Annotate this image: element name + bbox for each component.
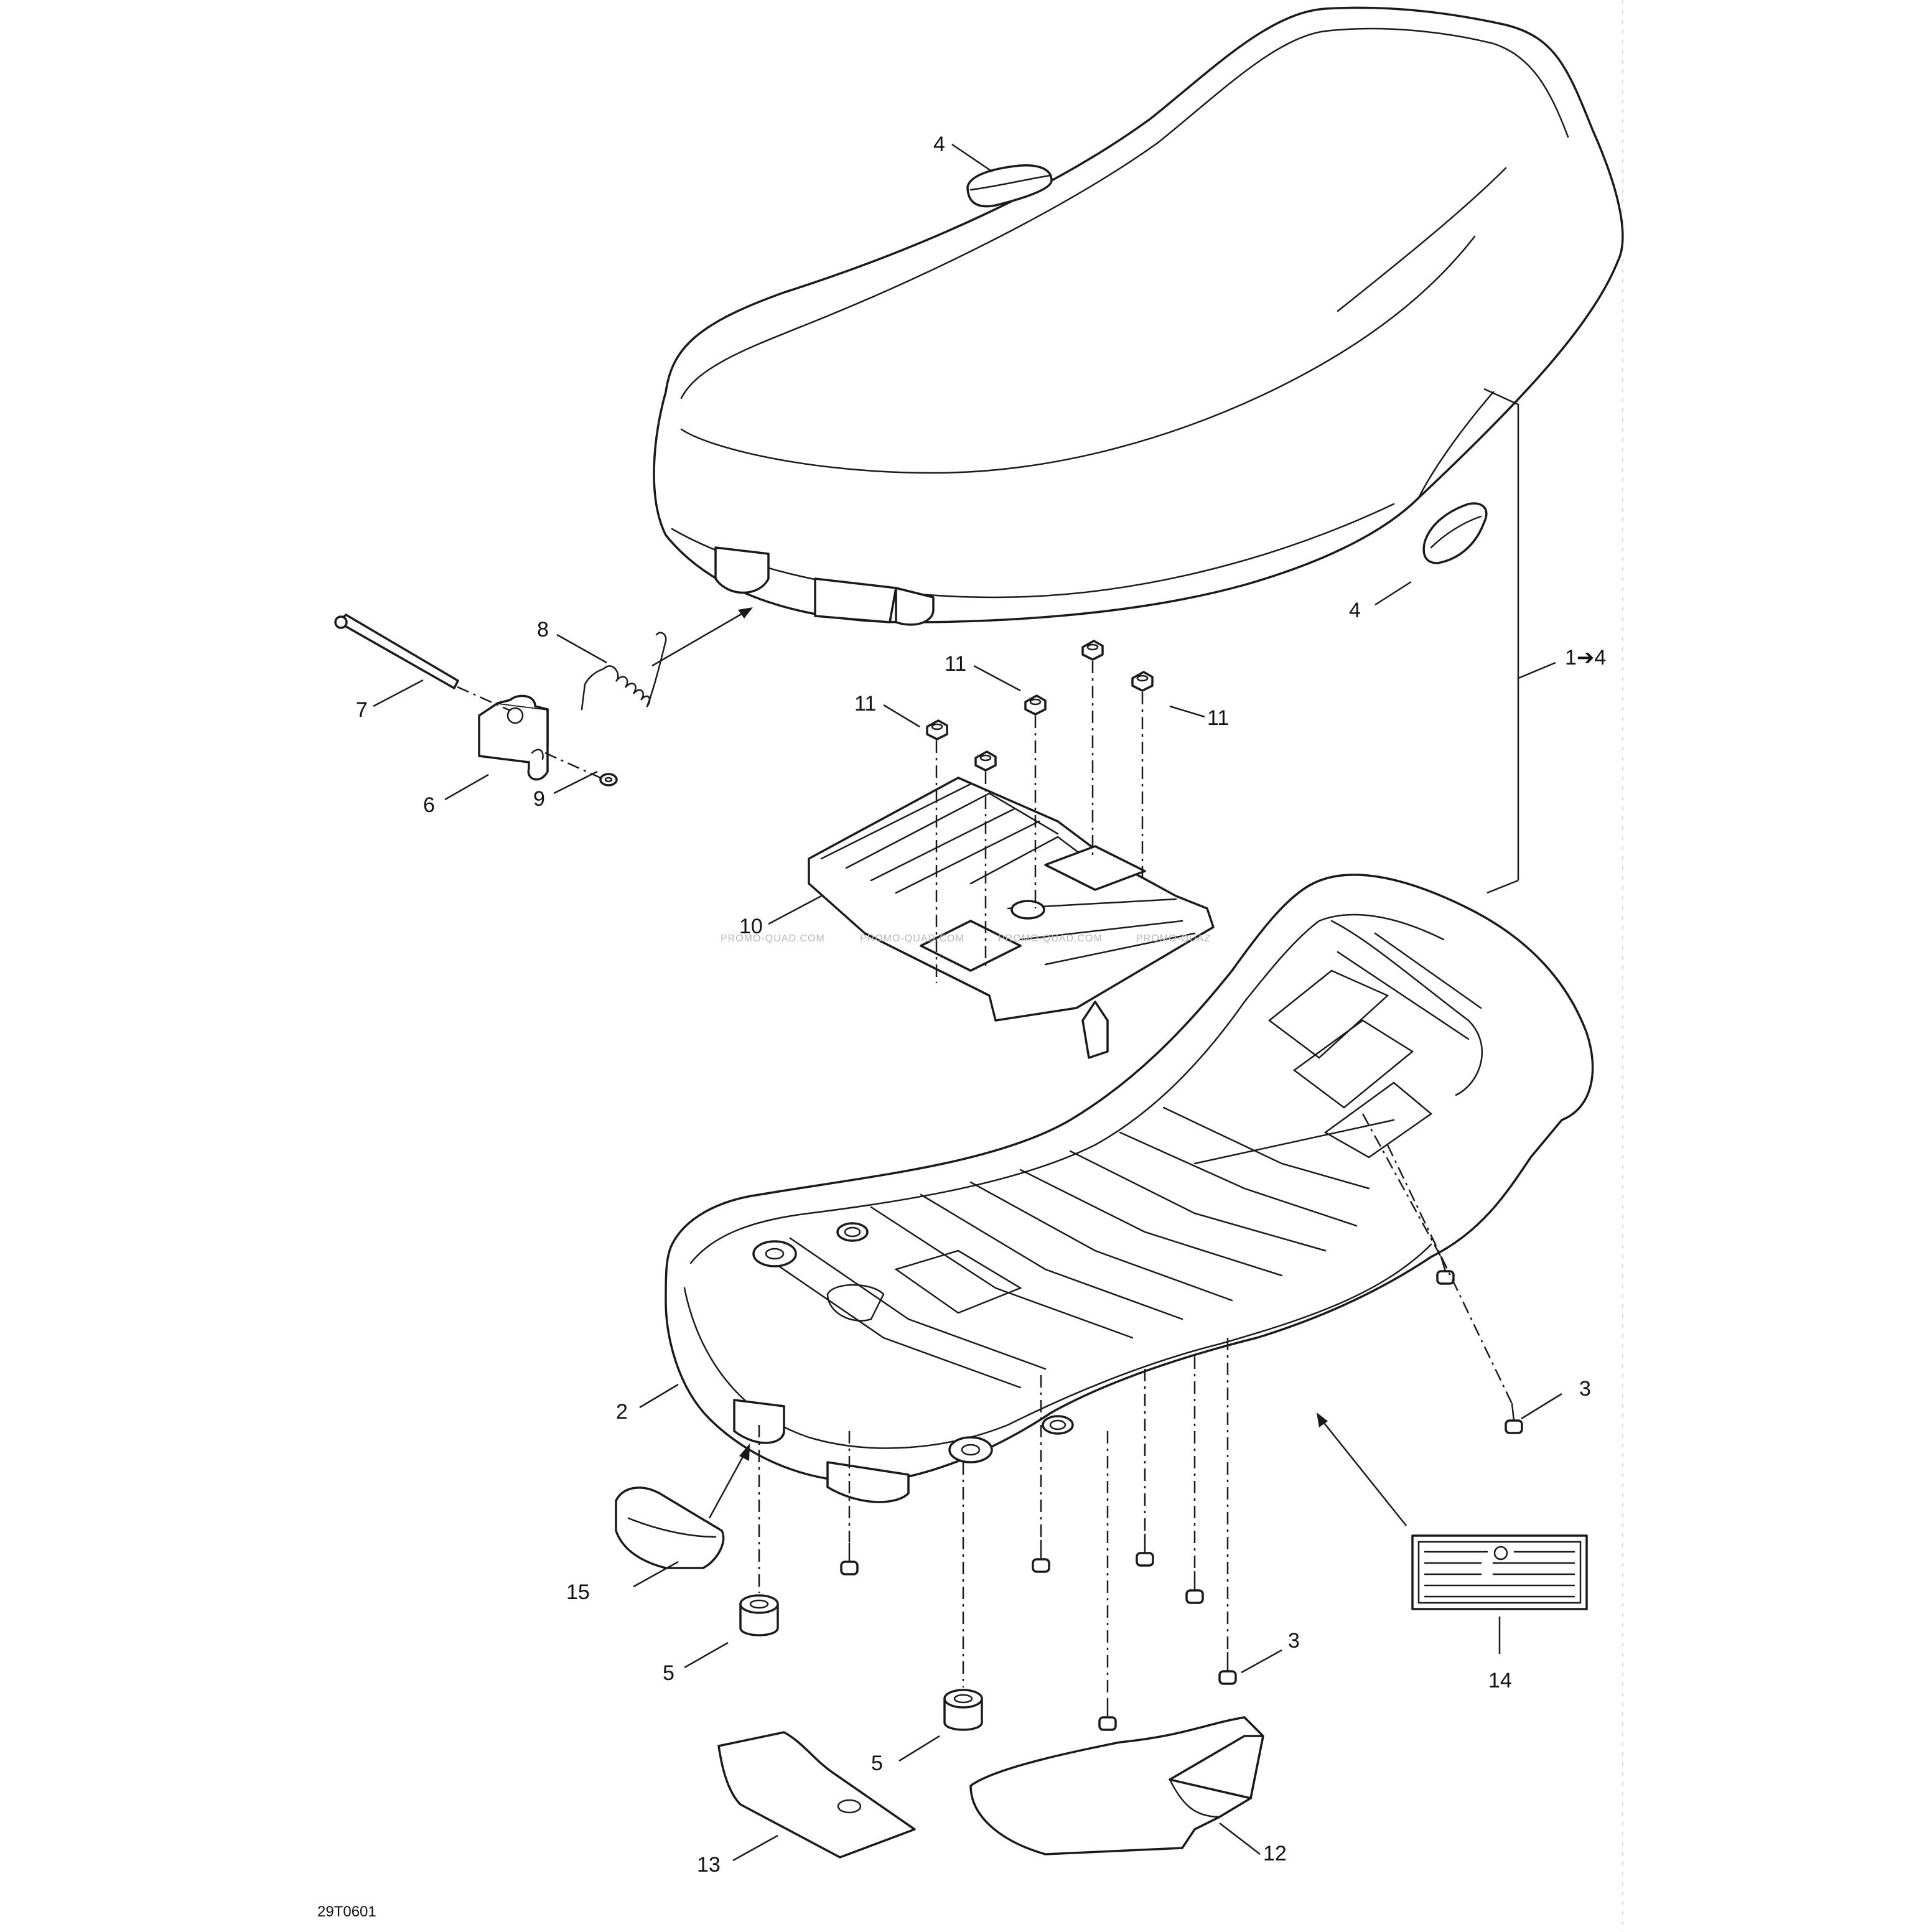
washer-part <box>599 773 618 786</box>
watermark-text: PROMO-QUAZ <box>1136 933 1211 944</box>
watermark-text: PROMO-QUAD.COM <box>721 933 825 944</box>
watermark-text: PROMO-QUAD.COM <box>860 933 964 944</box>
callout-13: 13 <box>697 1853 721 1877</box>
watermark-text: PROMO-QUAD.COM <box>998 933 1103 944</box>
bolt-part <box>334 614 459 689</box>
callout-4: 4 <box>933 133 945 156</box>
callout-labels: 4 4 1➔4 8 7 6 9 11 11 11 10 2 3 3 15 5 5… <box>356 133 1606 1877</box>
callout-9: 9 <box>533 787 545 811</box>
flange-nuts-part <box>926 640 1154 772</box>
watermark: PROMO-QUAD.COM PROMO-QUAD.COM PROMO-QUAD… <box>721 933 1211 944</box>
seat-base-part <box>665 874 1594 1503</box>
warning-label-part <box>1411 1534 1588 1610</box>
assembly-dashed-lines <box>457 661 1513 1697</box>
callout-11: 11 <box>945 652 966 676</box>
leader-lines <box>373 143 1562 1862</box>
callout-14: 14 <box>1488 1669 1512 1692</box>
callout-12: 12 <box>1263 1842 1287 1865</box>
callout-7: 7 <box>356 698 368 722</box>
callout-10: 10 <box>739 915 763 938</box>
leader-arrowheads <box>738 607 1328 1461</box>
bumper-part-top <box>966 164 1053 208</box>
callout-5: 5 <box>871 1752 883 1775</box>
castle-nuts-part <box>739 1594 983 1731</box>
callout-3: 3 <box>1579 1377 1591 1401</box>
seat-cover-part <box>653 6 1624 626</box>
callout-5: 5 <box>663 1661 674 1685</box>
callout-2: 2 <box>616 1400 628 1424</box>
drawing-code: 29T0601 <box>317 1903 376 1920</box>
rear-bumper-part <box>615 1486 725 1569</box>
bracket-part <box>478 694 549 781</box>
callout-15: 15 <box>566 1580 590 1604</box>
callout-6: 6 <box>423 793 435 817</box>
callout-1-to-4: 1➔4 <box>1565 646 1606 670</box>
callout-8: 8 <box>537 618 549 642</box>
callout-11: 11 <box>854 692 876 716</box>
foam-pad-part <box>717 1731 916 1859</box>
bumper-part-side <box>1422 502 1488 564</box>
callout-3: 3 <box>1288 1629 1300 1653</box>
seat-pad-part <box>969 1716 1264 1855</box>
push-pin-buttons-part <box>840 1256 1523 1731</box>
spring-part <box>581 632 667 711</box>
reinforcement-plate-part <box>808 777 1215 1059</box>
callout-4: 4 <box>1349 599 1361 622</box>
callout-11: 11 <box>1207 706 1229 730</box>
